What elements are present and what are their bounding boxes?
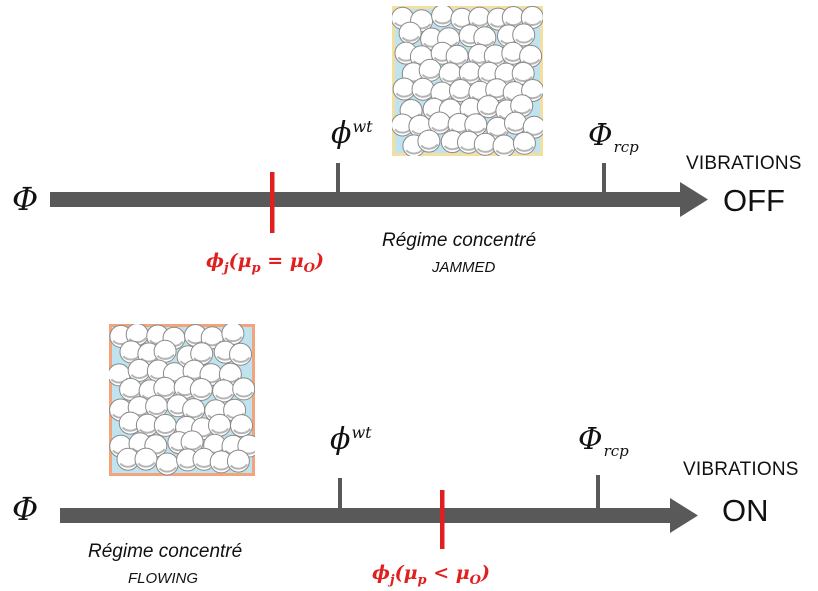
particle-shade: [405, 148, 424, 155]
phi-axis-on: [60, 475, 698, 549]
particle-shade: [489, 130, 508, 137]
jammed-packing-illustration: [391, 4, 546, 158]
particle-shade: [514, 76, 533, 82]
particle-shade: [441, 76, 460, 83]
tick-wt: [338, 478, 342, 509]
label-phi-rcp: Φrcp: [578, 422, 629, 460]
axis-arrowhead: [670, 498, 698, 533]
regime-state: JAMMED: [432, 259, 496, 276]
axis-arrowhead: [680, 182, 708, 217]
particle-shade: [515, 37, 534, 44]
regime-label: Régime concentré: [88, 541, 243, 562]
particle-shade: [148, 409, 167, 415]
particle-shade: [232, 356, 251, 363]
particle-shade: [211, 427, 230, 434]
particle-shade: [185, 412, 204, 419]
particle-shade: [523, 20, 542, 26]
particle-shade: [448, 58, 467, 65]
particle-shade: [495, 148, 514, 155]
tick-wt: [336, 163, 340, 193]
tick-rcp: [596, 475, 600, 509]
particle-shade: [137, 461, 156, 468]
particle-shade: [504, 20, 523, 27]
vibrations-state: ON: [722, 493, 769, 528]
vibrations-state: OFF: [723, 183, 785, 218]
axis-shaft: [50, 192, 683, 207]
particle-shade: [420, 143, 439, 150]
particle-shade: [215, 393, 234, 400]
particle-shade: [233, 428, 252, 435]
jamming-label: ϕj(μp < μO): [372, 562, 490, 588]
axis-symbol: Φ: [12, 490, 39, 528]
particle-shade: [183, 444, 202, 451]
regime-state: FLOWING: [128, 570, 198, 587]
particle-shade: [156, 353, 175, 360]
particle-shade: [122, 392, 141, 398]
particle-shade: [522, 58, 541, 65]
label-phi-wt: ϕwt: [330, 422, 372, 457]
axis-shaft: [60, 508, 673, 523]
flowing-packing-illustration: [107, 322, 261, 476]
particle-shade: [513, 108, 532, 115]
panel-vibrations-on: Φ ϕwt Φrcp VIBRATIONS ON ϕj(μp < μO) Rég…: [0, 296, 818, 591]
label-phi-wt: ϕwt: [331, 116, 373, 151]
vibrations-label: VIBRATIONS: [683, 459, 799, 480]
particle-shade: [395, 91, 414, 98]
vibrations-label: VIBRATIONS: [686, 153, 802, 174]
particle-shade: [476, 40, 495, 47]
particle-shade: [431, 125, 450, 132]
jamming-marker: [270, 172, 275, 233]
particle-packing-image: [107, 322, 261, 476]
particle-shade: [128, 337, 147, 344]
particle-shade: [515, 145, 534, 152]
particle-packing-image: [391, 4, 546, 158]
particle-shade: [421, 72, 440, 79]
label-phi-rcp: Φrcp: [588, 118, 639, 156]
particle-shade: [156, 428, 175, 434]
particle-shade: [401, 35, 420, 42]
particle-shade: [158, 466, 177, 473]
particle-shade: [193, 356, 212, 363]
particle-shade: [229, 463, 248, 470]
jamming-label: ϕj(μp = μO): [206, 250, 324, 276]
particle-shade: [156, 390, 175, 397]
particle-shade: [461, 75, 480, 82]
particle-shade: [224, 336, 243, 343]
particle-shade: [235, 391, 254, 398]
particle-shade: [130, 373, 149, 379]
particle-shade: [467, 127, 486, 134]
particle-shade: [452, 93, 471, 100]
jamming-marker: [440, 490, 445, 549]
tick-rcp: [602, 163, 606, 193]
phi-axis-off: [50, 163, 708, 233]
regime-label: Régime concentré: [382, 230, 537, 251]
particle-shade: [192, 392, 211, 399]
panel-vibrations-off: Φ ϕwt Φrcp VIBRATIONS OFF ϕj(μp = μO) Ré…: [0, 0, 818, 295]
particle-shade: [486, 58, 505, 65]
axis-symbol: Φ: [12, 180, 39, 218]
